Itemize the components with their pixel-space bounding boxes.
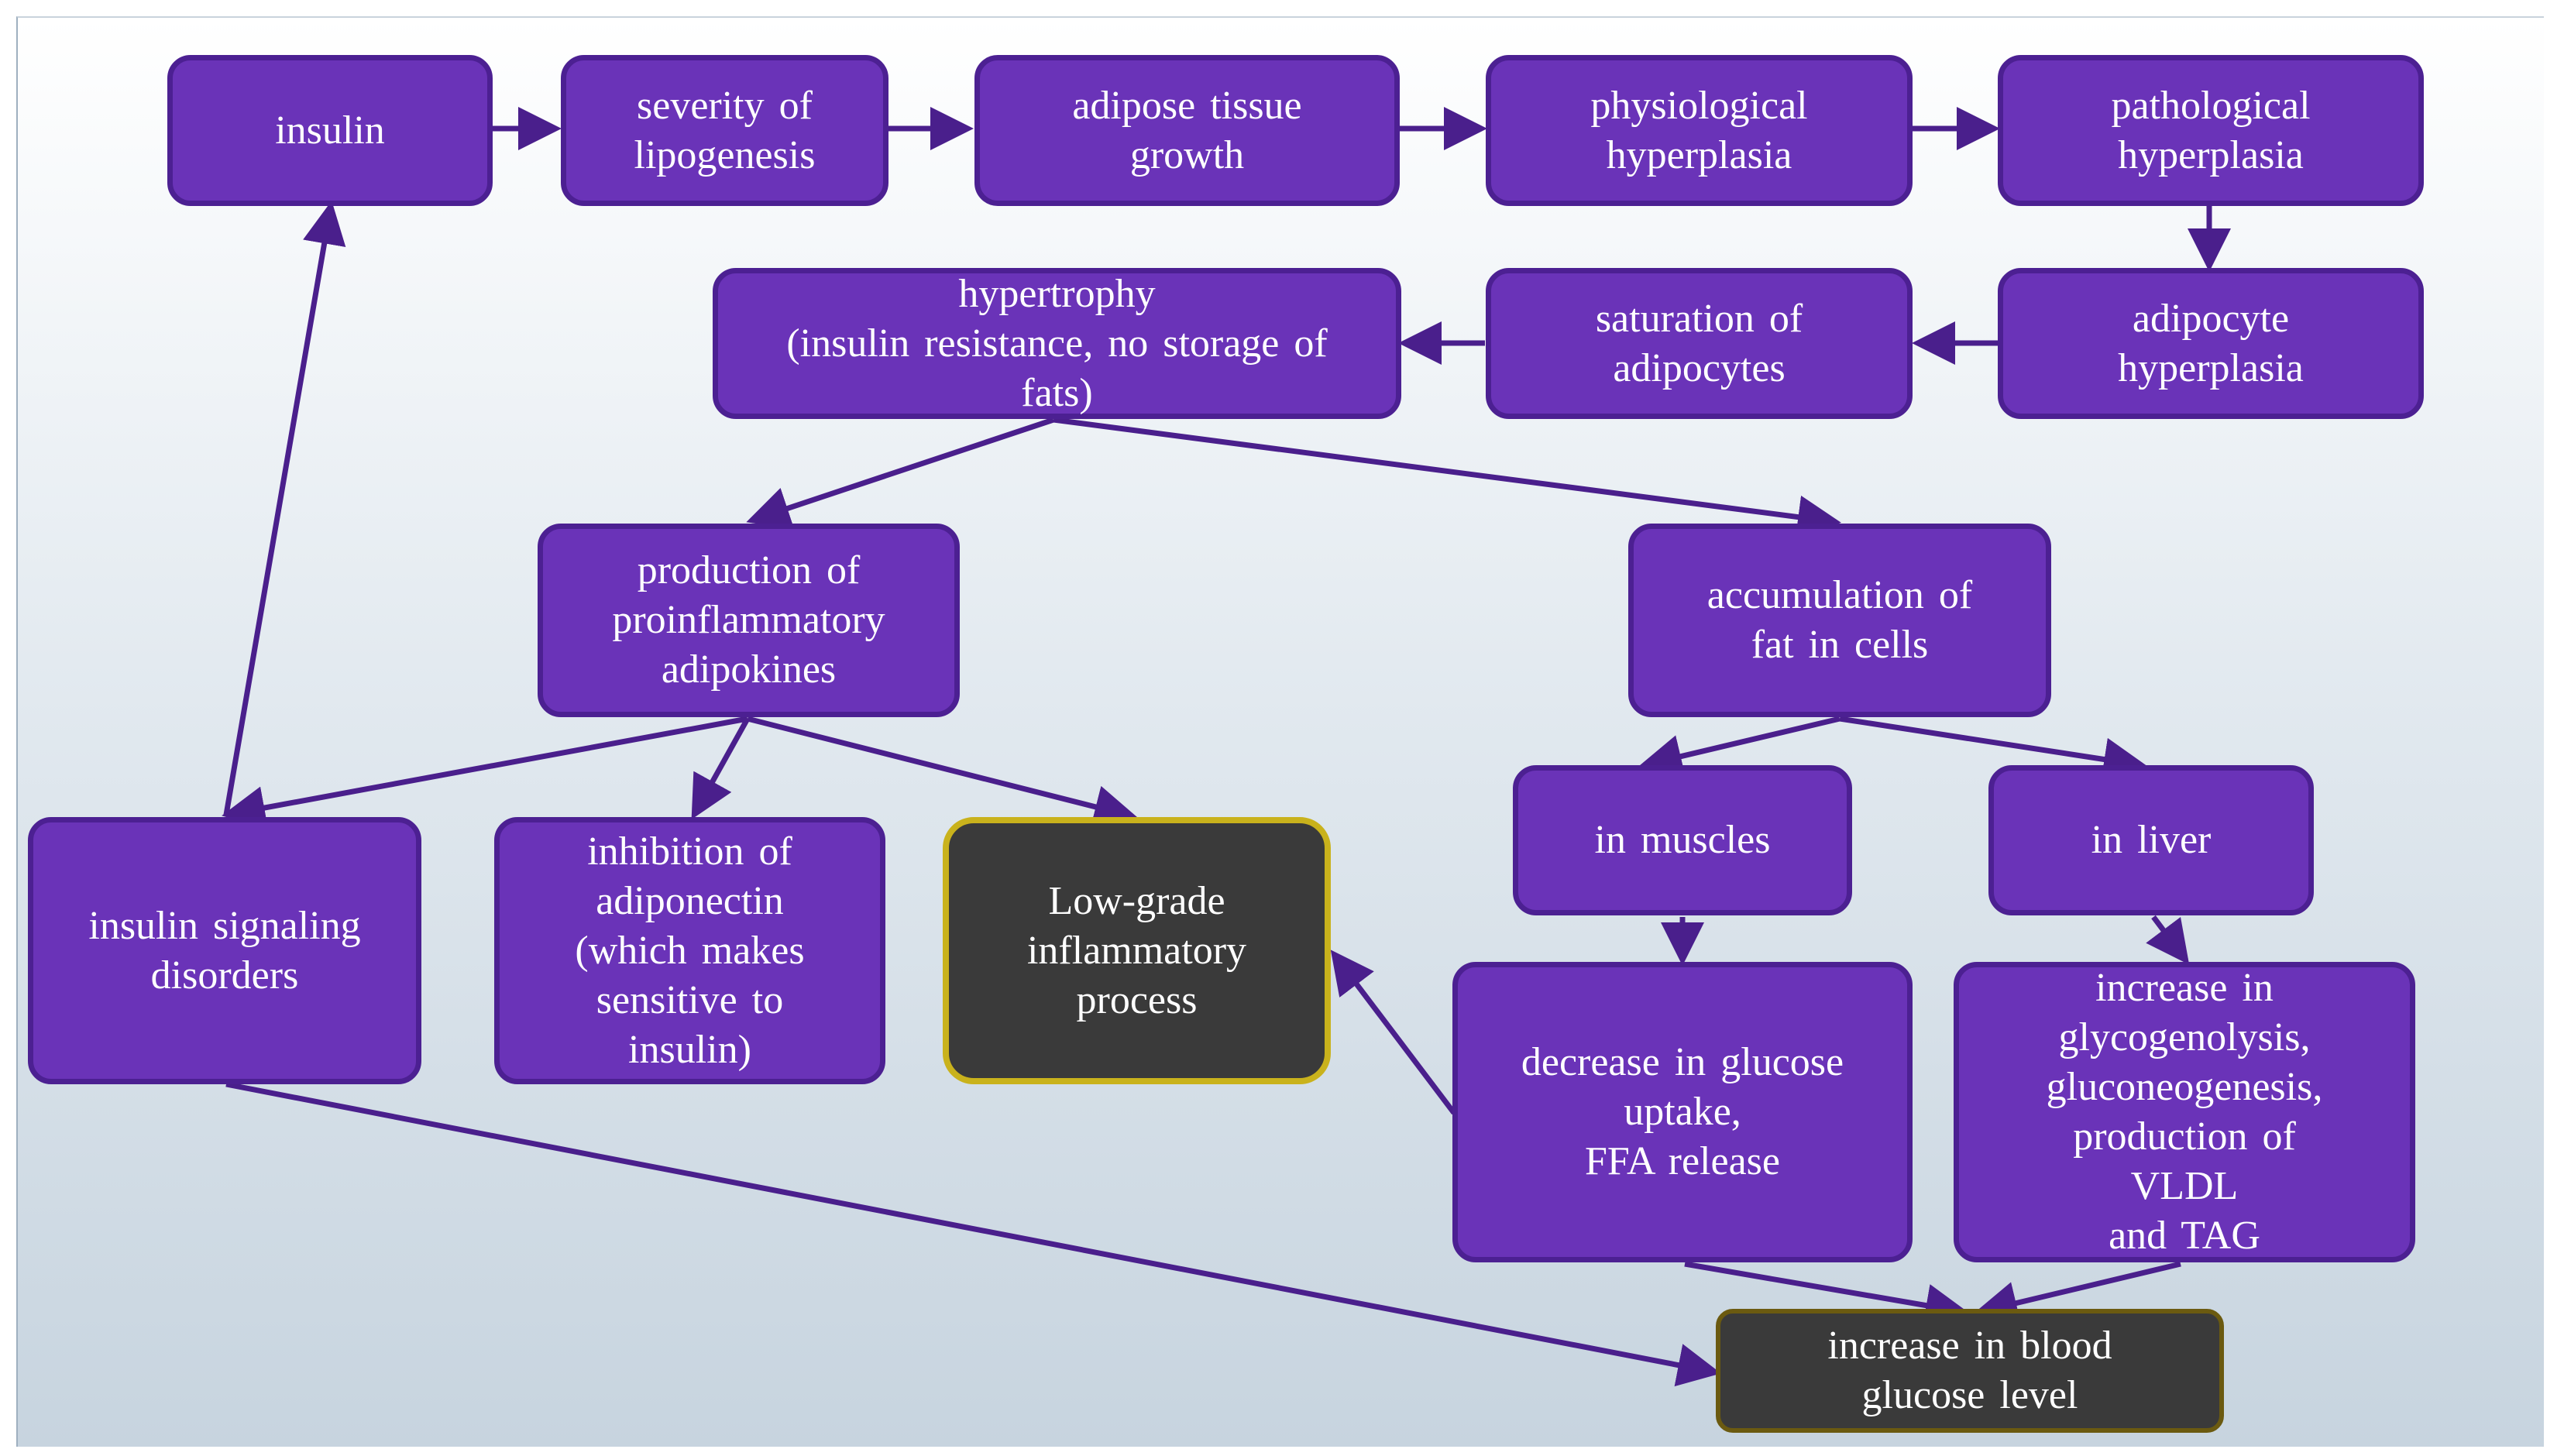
arrow-decrease-to-lowgrade	[1330, 949, 1456, 1115]
node-inhibition-of-adiponectin-label: inhibition of adiponectin (which makes s…	[575, 829, 805, 1072]
node-insulin-signaling-disorders: insulin signaling disorders	[28, 817, 421, 1084]
arrow-adipokines-to-adiponectin	[691, 717, 751, 820]
arrow-liver-to-increase	[2146, 915, 2190, 965]
node-insulin-label: insulin	[275, 108, 385, 153]
arrow-accumulation-to-muscles	[1638, 716, 1841, 778]
node-hypertrophy: hypertrophy (insulin resistance, no stor…	[713, 268, 1401, 419]
node-inhibition-of-adiponectin: inhibition of adiponectin (which makes s…	[494, 817, 885, 1084]
node-insulin-signaling-disorders-label: insulin signaling disorders	[88, 903, 361, 998]
node-saturation-of-adipocytes: saturation of adipocytes	[1486, 268, 1913, 419]
node-in-liver-label: in liver	[2091, 818, 2212, 862]
arrow-hypertrophy-to-accumulation	[1053, 417, 1841, 539]
node-adipocyte-hyperplasia-label: adipocyte hyperplasia	[2118, 296, 2304, 390]
node-severity-of-lipogenesis: severity of lipogenesis	[561, 55, 888, 206]
node-in-muscles-label: in muscles	[1594, 818, 1771, 862]
node-adipose-tissue-growth-label: adipose tissue growth	[1072, 83, 1302, 177]
node-hypertrophy-label: hypertrophy (insulin resistance, no stor…	[786, 271, 1328, 415]
arrow-signaling-to-insulin	[223, 201, 346, 816]
node-in-muscles: in muscles	[1513, 765, 1852, 915]
arrow-decrease-to-bloodglucose	[1684, 1261, 1969, 1327]
arrow-adipokines-to-signaling	[222, 716, 748, 829]
node-decrease-in-glucose-uptake: decrease in glucose uptake, FFA release	[1452, 962, 1913, 1262]
arrow-increase-to-bloodglucose	[1974, 1261, 2181, 1324]
arrow-adipokines-to-lowgrade	[747, 716, 1138, 829]
node-increase-in-blood-glucose-label: increase in blood glucose level	[1827, 1324, 2112, 1417]
node-proinflammatory-adipokines: production of proinflammatory adipokines	[538, 524, 960, 717]
node-adipocyte-hyperplasia: adipocyte hyperplasia	[1998, 268, 2424, 419]
node-increase-in-glycogenolysis: increase in glycogenolysis, gluconeogene…	[1954, 962, 2415, 1262]
node-low-grade-inflammatory-process: Low-grade inflammatory process	[943, 817, 1331, 1084]
arrow-hypertrophy-to-adipokines	[746, 417, 1055, 530]
node-accumulation-of-fat-label: accumulation of fat in cells	[1706, 573, 1973, 667]
node-decrease-in-glucose-uptake-label: decrease in glucose uptake, FFA release	[1521, 1040, 1844, 1183]
node-pathological-hyperplasia-label: pathological hyperplasia	[2111, 83, 2311, 177]
arrow-signaling-to-bloodglucose	[225, 1081, 1721, 1387]
node-in-liver: in liver	[1988, 765, 2314, 915]
node-increase-in-glycogenolysis-label: increase in glycogenolysis, gluconeogene…	[2046, 966, 2323, 1258]
node-adipose-tissue-growth: adipose tissue growth	[974, 55, 1400, 206]
node-physiological-hyperplasia: physiological hyperplasia	[1486, 55, 1913, 206]
node-proinflammatory-adipokines-label: production of proinflammatory adipokines	[612, 548, 885, 692]
node-increase-in-blood-glucose: increase in blood glucose level	[1716, 1309, 2224, 1433]
node-severity-of-lipogenesis-label: severity of lipogenesis	[634, 83, 816, 177]
node-accumulation-of-fat: accumulation of fat in cells	[1628, 524, 2051, 717]
node-physiological-hyperplasia-label: physiological hyperplasia	[1590, 83, 1808, 177]
node-insulin: insulin	[167, 55, 493, 206]
node-pathological-hyperplasia: pathological hyperplasia	[1998, 55, 2424, 206]
arrow-accumulation-to-liver	[1839, 716, 2147, 781]
node-saturation-of-adipocytes-label: saturation of adipocytes	[1595, 296, 1803, 390]
node-low-grade-inflammatory-process-label: Low-grade inflammatory process	[1026, 878, 1247, 1022]
